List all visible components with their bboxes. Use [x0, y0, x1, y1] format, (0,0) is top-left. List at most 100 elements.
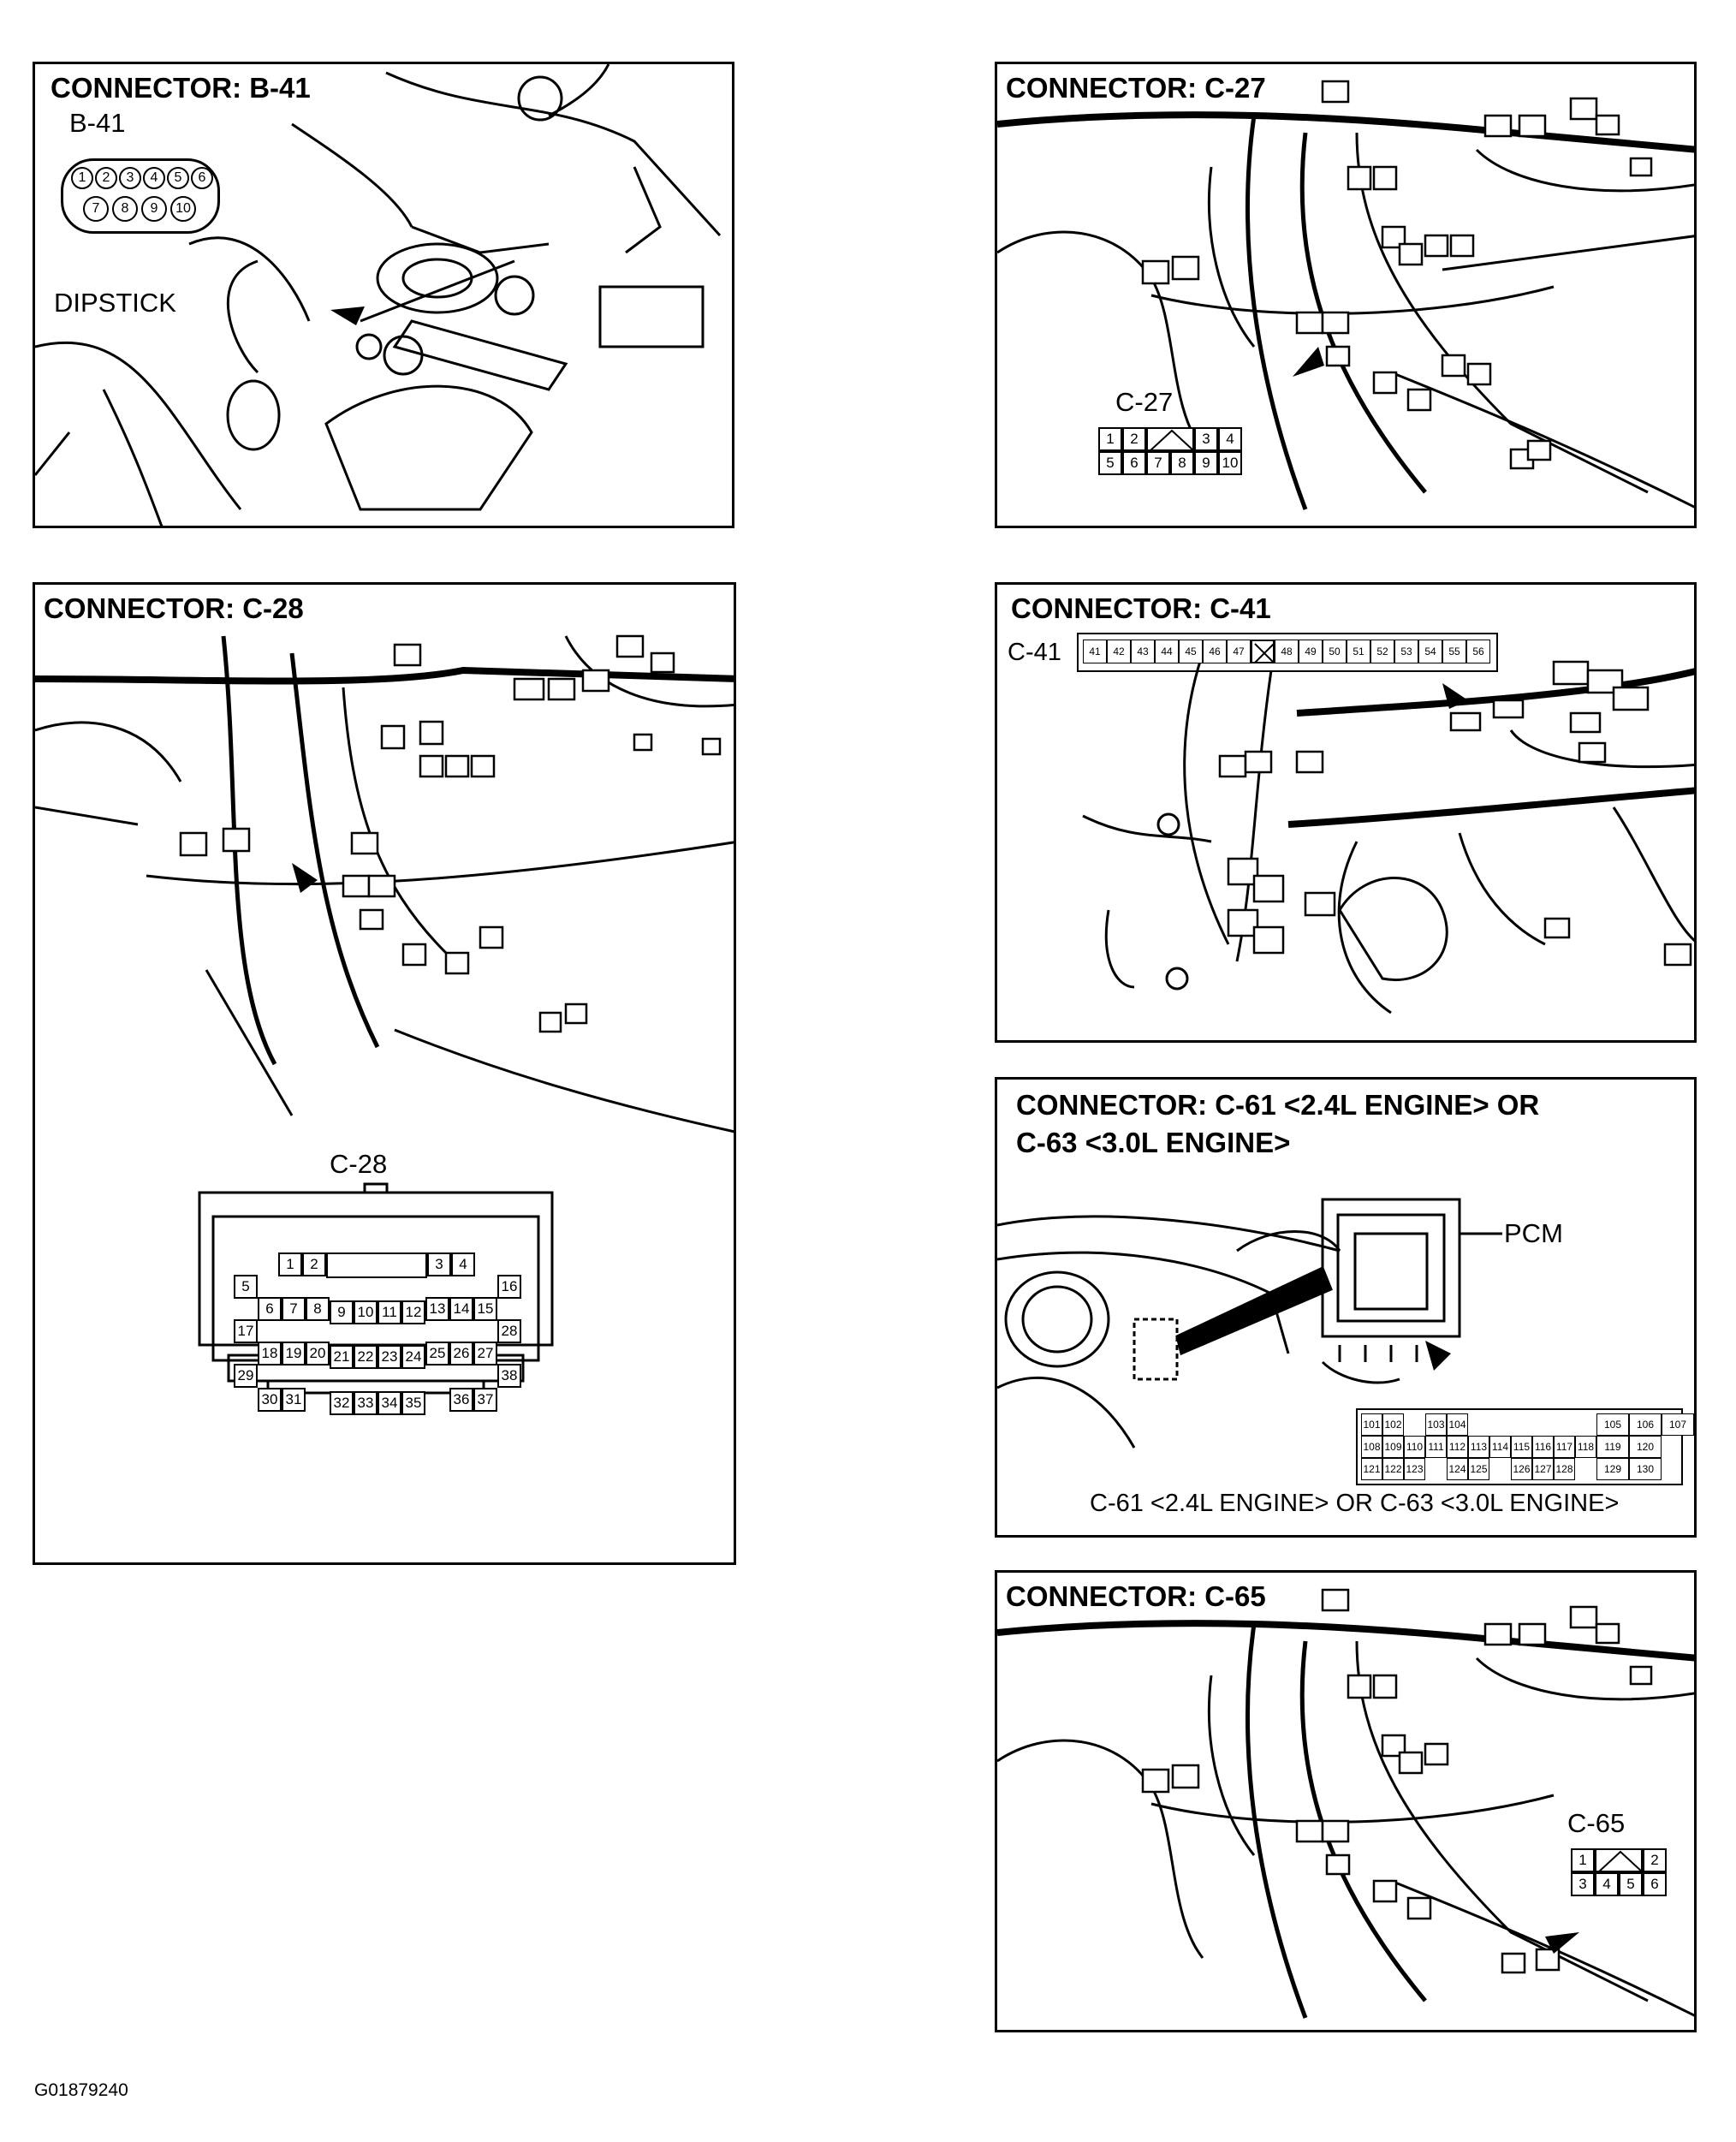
connector-pin: 102: [1382, 1413, 1404, 1436]
connector-pin: 113: [1468, 1436, 1489, 1458]
c65-title: CONNECTOR: C-65: [1006, 1580, 1266, 1613]
connector-pin: 47: [1227, 640, 1251, 663]
c41-harness-illustration: [1082, 652, 1694, 1014]
connector-pin: 37: [473, 1388, 497, 1412]
connector-pin: 115: [1511, 1436, 1532, 1458]
connector-pin: 105: [1596, 1413, 1629, 1436]
c27-connector-label: C-27: [1115, 387, 1174, 417]
connector-pin: 128: [1554, 1458, 1575, 1480]
connector-pin: 2: [1122, 427, 1146, 451]
connector-pin: 118: [1575, 1436, 1596, 1458]
connector-pin: 17: [234, 1319, 258, 1343]
connector-pin: 1: [278, 1252, 302, 1276]
connector-pin: 6: [1122, 451, 1146, 475]
connector-pin: 25: [425, 1342, 449, 1366]
connector-pin: 130: [1629, 1458, 1662, 1480]
connector-pin: 28: [497, 1319, 521, 1343]
connector-pin: 54: [1418, 640, 1442, 663]
connector-pin: 106: [1629, 1413, 1662, 1436]
connector-pin: 7: [83, 196, 109, 222]
connector-pin: 122: [1382, 1458, 1404, 1480]
c61-arrow: [1425, 1341, 1451, 1371]
connector-pin: 19: [282, 1342, 306, 1366]
connector-pin: 53: [1394, 640, 1418, 663]
connector-pin: 3: [1194, 427, 1218, 451]
connector-pin: 3: [119, 167, 141, 189]
c27-arrow: [1293, 347, 1324, 377]
c61-pcm-label: PCM: [1504, 1218, 1563, 1248]
connector-pin: 12: [401, 1300, 425, 1324]
c61-caption: C-61 <2.4L ENGINE> OR C-63 <3.0L ENGINE>: [1090, 1490, 1620, 1517]
connector-pin: 117: [1554, 1436, 1575, 1458]
connector-pin: 8: [112, 196, 138, 222]
connector-pin: 129: [1596, 1458, 1629, 1480]
connector-pin: 119: [1596, 1436, 1629, 1458]
connector-pin: 21: [330, 1345, 354, 1369]
c65-harness-illustration: [997, 1588, 1694, 2019]
connector-pin: 108: [1361, 1436, 1382, 1458]
blank-pin-cavity: [1595, 1848, 1644, 1873]
connector-pin: 101: [1361, 1413, 1382, 1436]
connector-pin: 3: [1571, 1872, 1595, 1896]
connector-pin: 38: [497, 1364, 521, 1388]
connector-pin: 32: [330, 1391, 354, 1415]
connector-pin: 10: [354, 1300, 378, 1324]
b41-title: CONNECTOR: B-41: [51, 72, 311, 104]
connector-pin: 112: [1447, 1436, 1468, 1458]
c27-title: CONNECTOR: C-27: [1006, 72, 1266, 104]
c41-arrow: [1442, 683, 1468, 709]
connector-pin: 36: [449, 1388, 473, 1412]
connector-pin: 33: [354, 1391, 378, 1415]
c28-arrow: [292, 863, 318, 893]
connector-pin: 7: [1146, 451, 1170, 475]
c41-connector-label: C-41: [1008, 639, 1061, 666]
connector-pin: 42: [1107, 640, 1131, 663]
connector-pin: 4: [1218, 427, 1242, 451]
connector-pin: 24: [401, 1345, 425, 1369]
c65-arrow: [1545, 1932, 1579, 1954]
connector-pin: 5: [234, 1275, 258, 1299]
connector-pin: 127: [1532, 1458, 1554, 1480]
connector-pin: 22: [354, 1345, 378, 1369]
connector-pin: 8: [1170, 451, 1194, 475]
connector-pin: 2: [1643, 1848, 1667, 1872]
connector-pin: 110: [1404, 1436, 1425, 1458]
connector-pin: 6: [258, 1297, 282, 1321]
connector-pin: 13: [425, 1297, 449, 1321]
connector-pin: 4: [451, 1252, 475, 1276]
connector-pin: 104: [1447, 1413, 1468, 1436]
connector-pin: 9: [1194, 451, 1218, 475]
connector-pin: 114: [1489, 1436, 1511, 1458]
connector-pin: 48: [1275, 640, 1299, 663]
c41-connector-outline: [1077, 633, 1498, 672]
b41-connector-label: B-41: [69, 108, 126, 138]
connector-pin: 1: [1571, 1848, 1595, 1872]
blank-cell: [326, 1252, 427, 1278]
c61-dashboard-illustration: [997, 1198, 1683, 1485]
connector-pin: 1: [71, 167, 93, 189]
connector-pin: 126: [1511, 1458, 1532, 1480]
connector-pin: 18: [258, 1342, 282, 1366]
b41-dipstick-label: DIPSTICK: [54, 288, 176, 318]
connector-pin: 30: [258, 1388, 282, 1412]
figure-id: G01879240: [34, 2080, 128, 2100]
c61-title-line2: C-63 <3.0L ENGINE>: [1016, 1127, 1291, 1159]
connector-pin: 27: [473, 1342, 497, 1366]
connector-pin: 43: [1131, 640, 1155, 663]
c28-title: CONNECTOR: C-28: [44, 592, 304, 625]
connector-pin: 8: [306, 1297, 330, 1321]
connector-pin: 55: [1442, 640, 1466, 663]
panel-connector-c61: CONNECTOR: C-61 <2.4L ENGINE> OR C-63 <3…: [995, 1077, 1697, 1538]
connector-pin: 5: [1619, 1872, 1643, 1896]
b41-engine-illustration: [35, 64, 722, 526]
connector-pin: 16: [497, 1275, 521, 1299]
connector-pin: 4: [1595, 1872, 1619, 1896]
connector-pin: 50: [1323, 640, 1347, 663]
connector-pin: 6: [191, 167, 213, 189]
connector-pin: 111: [1425, 1436, 1447, 1458]
connector-pin: 125: [1468, 1458, 1489, 1480]
connector-pin: 2: [302, 1252, 326, 1276]
blank-pin-cavity: [1251, 640, 1275, 663]
connector-pin: 4: [143, 167, 165, 189]
